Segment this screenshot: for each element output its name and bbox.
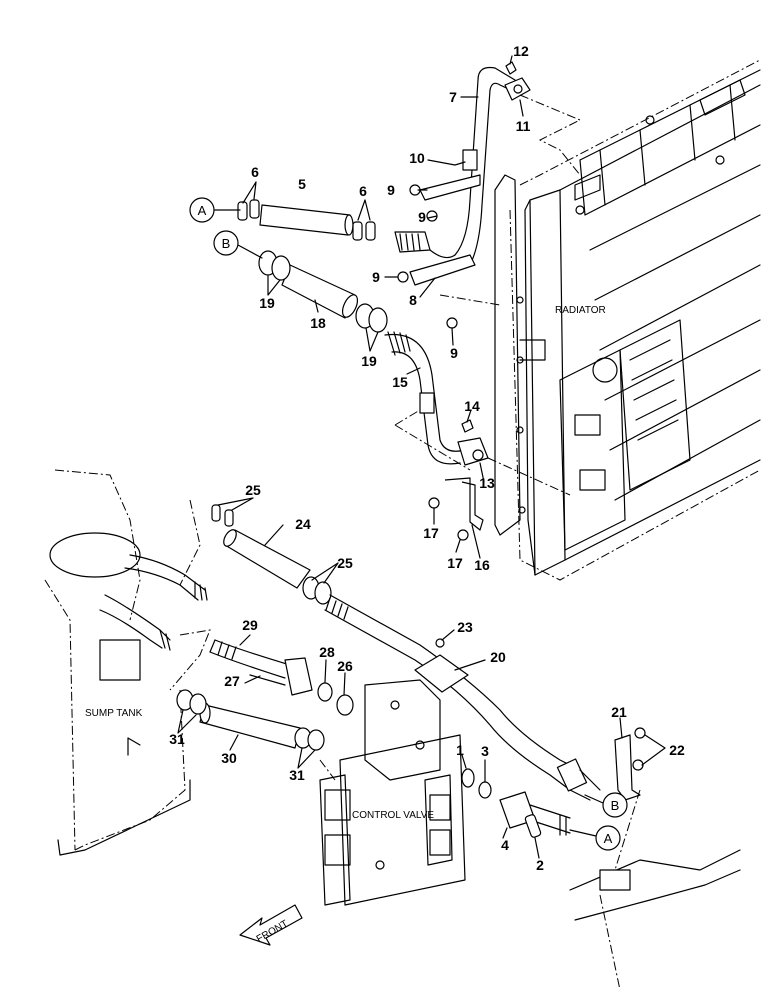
ref-a-lower: A bbox=[569, 825, 621, 851]
part-1: 1 bbox=[456, 742, 464, 758]
part-9-a: 9 bbox=[387, 182, 395, 198]
part-numbers: 12 7 11 10 6 5 6 9 9 9 8 19 18 9 19 15 1… bbox=[169, 43, 685, 873]
part-9-c: 9 bbox=[372, 269, 380, 285]
part-9-b: 9 bbox=[418, 209, 426, 225]
bracket-21 bbox=[614, 727, 646, 801]
hose-24 bbox=[223, 529, 311, 589]
routing-dashes-top bbox=[394, 94, 582, 496]
part-3: 3 bbox=[481, 743, 489, 759]
part-25-top: 25 bbox=[245, 482, 261, 498]
routing-dashes-mid bbox=[169, 629, 336, 781]
hose-29 bbox=[209, 639, 313, 696]
part-12: 12 bbox=[513, 43, 529, 59]
sump-tank-label: SUMP TANK bbox=[85, 708, 143, 719]
part-7: 7 bbox=[449, 89, 457, 105]
bolt-12 bbox=[505, 61, 517, 75]
clamps-31 bbox=[176, 689, 325, 751]
part-14: 14 bbox=[464, 398, 480, 414]
part-2: 2 bbox=[536, 857, 544, 873]
part-16: 16 bbox=[474, 557, 490, 573]
part-23: 23 bbox=[457, 619, 473, 635]
part-29: 29 bbox=[242, 617, 258, 633]
frame-lines bbox=[569, 789, 741, 991]
part-26: 26 bbox=[337, 658, 353, 674]
bolts-9 bbox=[397, 184, 458, 329]
svg-text:B: B bbox=[611, 798, 620, 813]
part-27: 27 bbox=[224, 673, 240, 689]
part-4: 4 bbox=[501, 837, 509, 853]
part-30: 30 bbox=[221, 750, 237, 766]
hose-18 bbox=[281, 264, 359, 319]
sump-tank: SUMP TANK bbox=[44, 469, 208, 856]
part-6-right: 6 bbox=[359, 183, 367, 199]
part-31-right: 31 bbox=[289, 767, 305, 783]
svg-text:A: A bbox=[198, 203, 207, 218]
part-13: 13 bbox=[479, 475, 495, 491]
ref-b-lower: B bbox=[584, 792, 628, 818]
part-22: 22 bbox=[669, 742, 685, 758]
part-8: 8 bbox=[409, 292, 417, 308]
part-9-d: 9 bbox=[450, 345, 458, 361]
part-6-left: 6 bbox=[251, 164, 259, 180]
clamps-6 bbox=[237, 199, 376, 241]
part-17-b: 17 bbox=[447, 555, 463, 571]
radiator-assembly: RADIATOR bbox=[494, 59, 761, 581]
part-21: 21 bbox=[611, 704, 627, 720]
part-31-left: 31 bbox=[169, 731, 185, 747]
part-24: 24 bbox=[295, 516, 311, 532]
svg-text:A: A bbox=[604, 831, 613, 846]
part-17-a: 17 bbox=[423, 525, 439, 541]
control-valve: CONTROL VALVE bbox=[319, 679, 466, 906]
part-5: 5 bbox=[298, 176, 306, 192]
part-20: 20 bbox=[490, 649, 506, 665]
part-19-left: 19 bbox=[259, 295, 275, 311]
hose-30 bbox=[199, 702, 301, 749]
svg-text:B: B bbox=[222, 236, 231, 251]
ref-a-upper: A bbox=[189, 197, 241, 223]
bracket-16-assembly bbox=[428, 419, 484, 541]
front-arrow: FRONT bbox=[239, 904, 303, 946]
ref-b-upper: B bbox=[213, 230, 263, 259]
pipe-20 bbox=[324, 594, 601, 801]
hose-5 bbox=[259, 204, 354, 236]
radiator-label: RADIATOR bbox=[555, 305, 606, 316]
clamps-19 bbox=[258, 250, 388, 333]
part-18: 18 bbox=[310, 315, 326, 331]
part-11: 11 bbox=[516, 118, 531, 134]
o-rings-26-28 bbox=[317, 682, 354, 716]
leader-lines bbox=[177, 55, 666, 859]
part-10: 10 bbox=[409, 150, 425, 166]
clamps-25 bbox=[211, 504, 332, 605]
control-valve-label: CONTROL VALVE bbox=[352, 810, 434, 821]
upper-oil-pipe bbox=[394, 66, 531, 286]
part-19-right: 19 bbox=[361, 353, 377, 369]
part-25-mid: 25 bbox=[337, 555, 353, 571]
valve-fittings bbox=[461, 768, 571, 838]
part-28: 28 bbox=[319, 644, 335, 660]
part-15: 15 bbox=[392, 374, 408, 390]
